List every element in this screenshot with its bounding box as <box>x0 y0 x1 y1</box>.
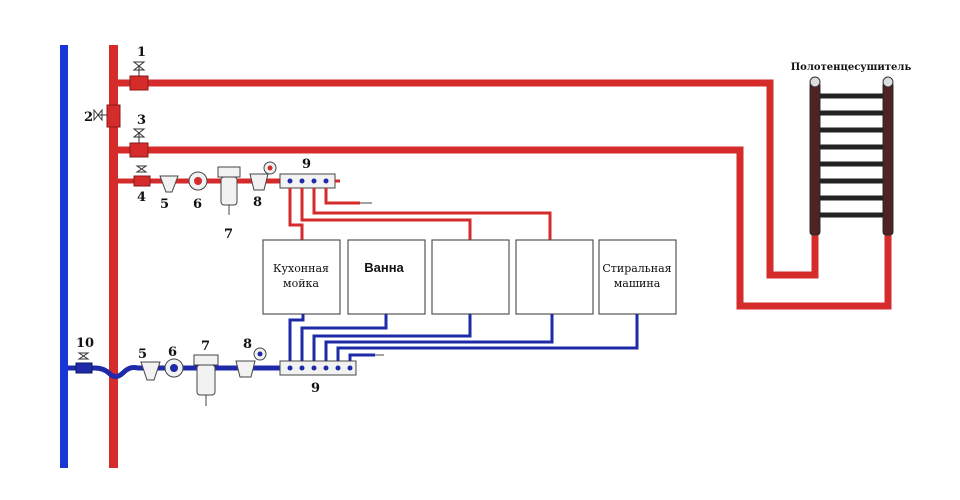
fixture-empty-4 <box>515 239 594 315</box>
cold-outlet-washer <box>336 314 639 364</box>
towel-rail-supply-pipe <box>118 79 819 279</box>
fixture-empty-3 <box>431 239 510 315</box>
label-8-cold: 8 <box>243 337 252 352</box>
label-4: 4 <box>137 190 146 205</box>
hot-riser <box>109 45 118 468</box>
label-7-cold: 7 <box>201 339 210 354</box>
cold-water-meter-6 <box>164 358 184 378</box>
label-6-cold: 6 <box>168 345 177 360</box>
valve-1-handle-icon <box>132 61 146 76</box>
valve-4 <box>133 175 151 187</box>
cold-pressure-reducer-8 <box>235 347 267 378</box>
label-3: 3 <box>137 113 146 128</box>
valve-2-handle-icon <box>93 108 107 122</box>
fixture-washing-machine-line1: Стиральная <box>602 262 671 275</box>
fixture-bath-line1: Ванна <box>364 260 404 275</box>
cold-manifold-9 <box>279 360 357 376</box>
hot-outlet-bath <box>300 188 472 240</box>
label-1: 1 <box>137 45 146 60</box>
label-9-cold: 9 <box>311 381 320 396</box>
fixture-bath: Ванна <box>347 239 426 315</box>
label-8-hot: 8 <box>253 195 262 210</box>
cold-outlet-4 <box>324 314 554 364</box>
label-5-hot: 5 <box>160 197 169 212</box>
valve-10-handle-icon <box>77 352 90 360</box>
valve-10 <box>75 362 93 374</box>
valve-2 <box>106 104 121 128</box>
cold-branch-pipe <box>68 365 282 380</box>
cold-fine-filter-7 <box>193 354 219 406</box>
hot-outlet-kitchen <box>288 188 304 240</box>
valve-1 <box>129 75 149 91</box>
hot-water-meter-6 <box>188 171 208 191</box>
cold-outlet-kitchen <box>288 314 305 364</box>
hot-strainer-5 <box>159 175 179 193</box>
hot-outlet-4 <box>324 188 360 205</box>
hot-outlet-3 <box>312 188 552 240</box>
label-10: 10 <box>76 336 94 351</box>
hot-fine-filter-7 <box>217 166 241 215</box>
label-5-cold: 5 <box>138 347 147 362</box>
towel-rail-return-pipe <box>118 146 892 310</box>
label-2: 2 <box>84 110 93 125</box>
label-6-hot: 6 <box>193 197 202 212</box>
fixture-kitchen-sink-line2: мойка <box>283 277 319 290</box>
hot-pressure-reducer-8 <box>249 161 277 191</box>
fixture-kitchen-sink-line1: Кухонная <box>273 262 329 275</box>
cold-riser <box>60 45 68 468</box>
fixture-washing-machine-line2: машина <box>614 277 661 290</box>
label-7-hot: 7 <box>224 227 233 242</box>
valve-3-handle-icon <box>132 128 146 143</box>
fixture-kitchen-sink: Кухонная мойка <box>262 239 341 315</box>
cold-outlet-bath <box>300 314 388 364</box>
valve-4-handle-icon <box>135 165 148 173</box>
towel-rail-title: Полотенцесушитель <box>791 62 912 73</box>
fixture-washing-machine: Стиральная машина <box>598 239 677 315</box>
cold-strainer-5 <box>140 361 161 381</box>
label-9-hot: 9 <box>302 157 311 172</box>
cold-outlet-3 <box>312 314 472 364</box>
towel-rail: Полотенцесушитель <box>791 62 912 236</box>
valve-3 <box>129 142 149 158</box>
